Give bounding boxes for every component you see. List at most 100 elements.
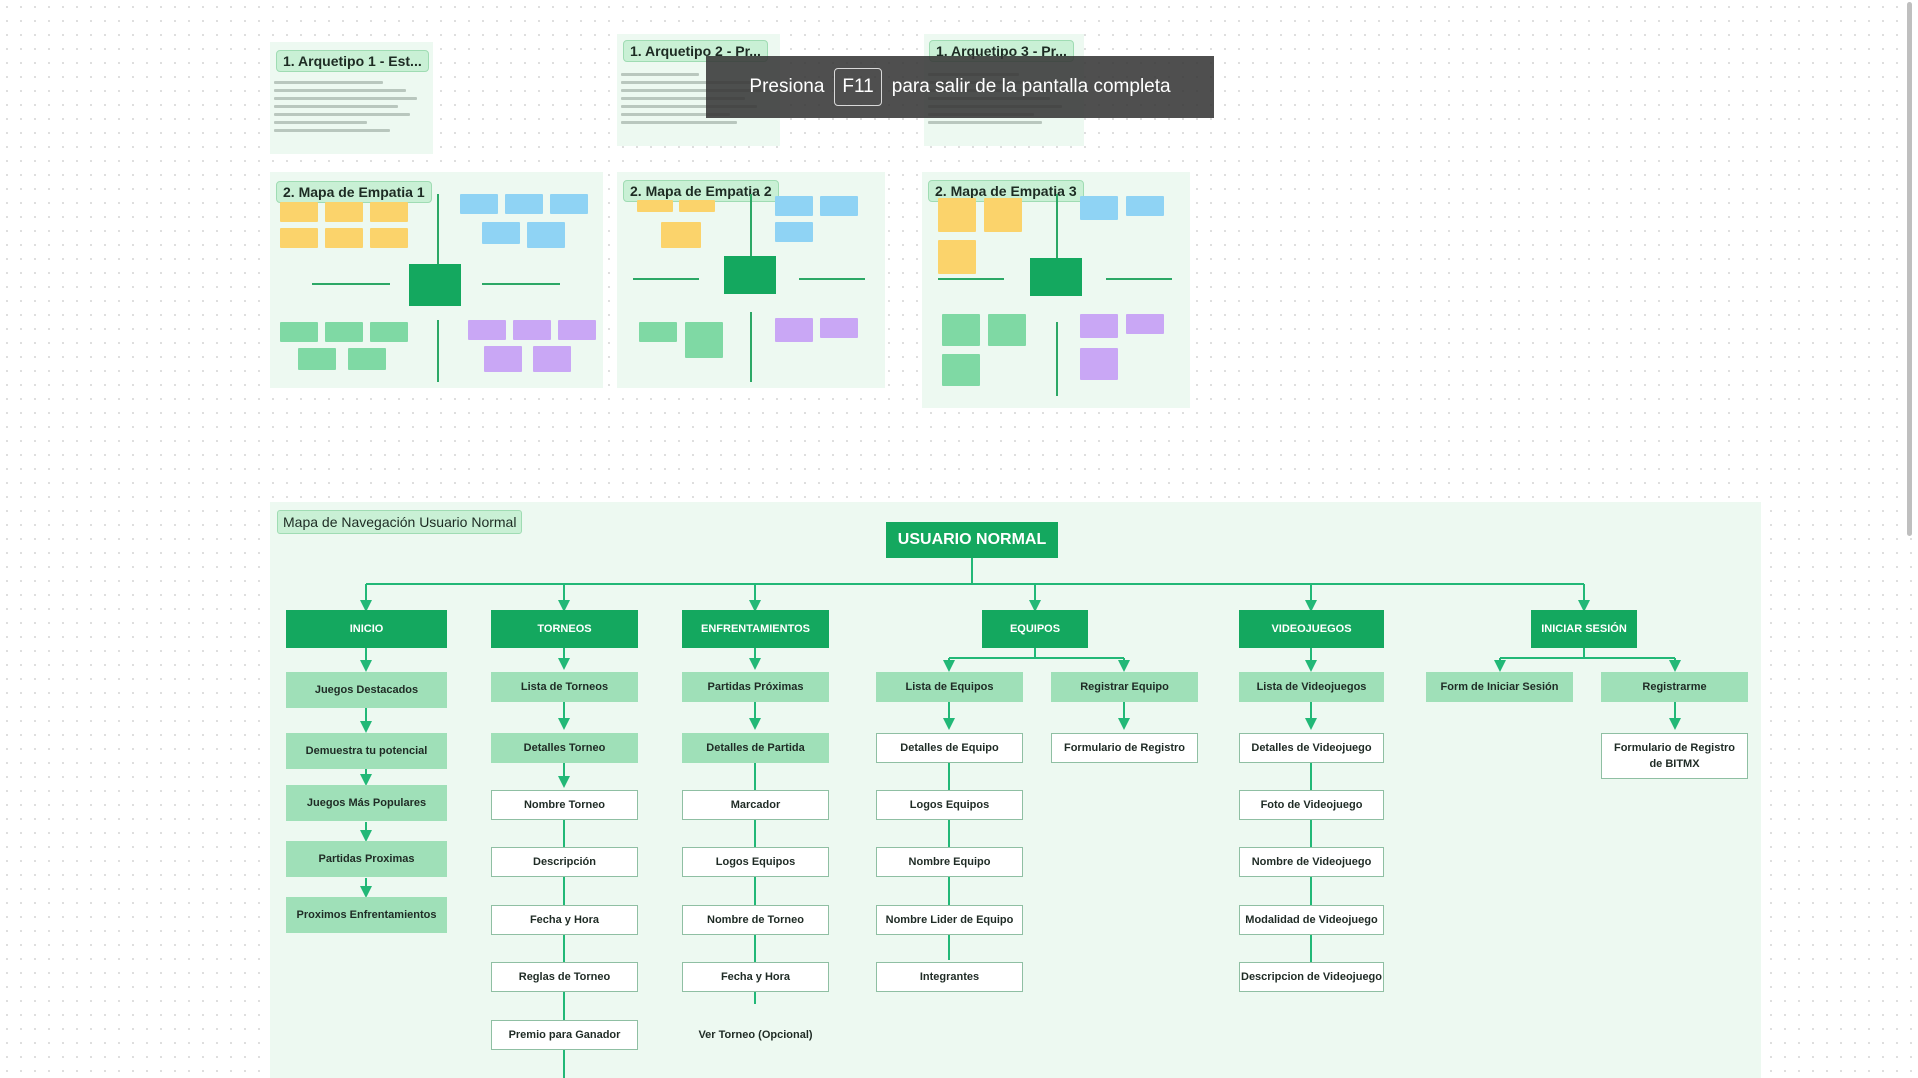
node-nombre-torneo[interactable]: Nombre Torneo bbox=[491, 790, 638, 820]
node-foto-de-videojuego[interactable]: Foto de Videojuego bbox=[1239, 790, 1384, 820]
sticky-note bbox=[348, 348, 386, 370]
sticky-note bbox=[550, 194, 588, 214]
quadrant-divider bbox=[1056, 194, 1058, 272]
node-form-de-iniciar-sesion[interactable]: Form de Iniciar Sesión bbox=[1426, 672, 1573, 702]
empathy-map-2-frame[interactable]: 2. Mapa de Empatia 2 bbox=[617, 172, 885, 388]
node-detalles-de-equipo[interactable]: Detalles de Equipo bbox=[876, 733, 1023, 763]
quadrant-divider bbox=[750, 312, 752, 382]
node-descripcion-de-videojuego[interactable]: Descripcion de Videojuego bbox=[1239, 962, 1384, 992]
root-usuario-normal[interactable]: USUARIO NORMAL bbox=[886, 522, 1058, 558]
category-iniciar-sesion[interactable]: INICIAR SESIÓN bbox=[1531, 610, 1637, 648]
sticky-note bbox=[533, 346, 571, 372]
node-formulario-de-registro[interactable]: Formulario de Registro bbox=[1051, 733, 1198, 763]
node-nombre-de-videojuego[interactable]: Nombre de Videojuego bbox=[1239, 847, 1384, 877]
sticky-note bbox=[558, 320, 596, 340]
quadrant-divider bbox=[437, 194, 439, 272]
empathy-map-3-frame[interactable]: 2. Mapa de Empatia 3 bbox=[922, 172, 1190, 408]
quadrant-divider bbox=[750, 194, 752, 264]
quadrant-divider bbox=[938, 278, 1004, 280]
node-reglas-de-torneo[interactable]: Reglas de Torneo bbox=[491, 962, 638, 992]
sticky-note bbox=[988, 314, 1026, 346]
node-descripcion[interactable]: Descripción bbox=[491, 847, 638, 877]
sticky-note bbox=[280, 202, 318, 222]
category-equipos[interactable]: EQUIPOS bbox=[982, 610, 1088, 648]
category-torneos[interactable]: TORNEOS bbox=[491, 610, 638, 648]
vertical-scrollbar[interactable] bbox=[1907, 2, 1912, 536]
node-juegos-destacados[interactable]: Juegos Destacados bbox=[286, 672, 447, 708]
sticky-note bbox=[370, 322, 408, 342]
quadrant-divider bbox=[312, 283, 390, 285]
sticky-note bbox=[938, 240, 976, 274]
node-detalles-de-videojuego[interactable]: Detalles de Videojuego bbox=[1239, 733, 1384, 763]
node-nombre-de-torneo[interactable]: Nombre de Torneo bbox=[682, 905, 829, 935]
sticky-note bbox=[775, 196, 813, 216]
node-formulario-de-registro-bitmx[interactable]: Formulario de Registro de BITMX bbox=[1601, 733, 1748, 779]
archetype-1-frame[interactable]: 1. Arquetipo 1 - Est... bbox=[270, 42, 433, 154]
sticky-note bbox=[820, 318, 858, 338]
archetype-2-text-lines bbox=[621, 68, 776, 129]
sticky-note bbox=[984, 198, 1022, 232]
node-partidas-proximas[interactable]: Partidas Proximas bbox=[286, 841, 447, 877]
sticky-note bbox=[775, 222, 813, 242]
sticky-note bbox=[661, 222, 701, 248]
sticky-note bbox=[1080, 196, 1118, 220]
empathy-map-1-title: 2. Mapa de Empatia 1 bbox=[276, 181, 432, 203]
sticky-note bbox=[938, 198, 976, 232]
sticky-note bbox=[1080, 348, 1118, 380]
empathy-center-card bbox=[1030, 258, 1082, 296]
node-lista-de-videojuegos[interactable]: Lista de Videojuegos bbox=[1239, 672, 1384, 702]
sticky-note bbox=[1126, 196, 1164, 216]
node-registrar-equipo[interactable]: Registrar Equipo bbox=[1051, 672, 1198, 702]
quadrant-divider bbox=[1056, 322, 1058, 396]
archetype-1-text-lines bbox=[274, 76, 429, 137]
node-partidas-proximas-enf[interactable]: Partidas Próximas bbox=[682, 672, 829, 702]
quadrant-divider bbox=[482, 283, 560, 285]
sticky-note bbox=[513, 320, 551, 340]
sticky-note bbox=[505, 194, 543, 214]
sticky-note bbox=[468, 320, 506, 340]
sticky-note bbox=[1126, 314, 1164, 334]
sticky-note bbox=[325, 322, 363, 342]
node-detalles-torneo[interactable]: Detalles Torneo bbox=[491, 733, 638, 763]
sticky-note bbox=[942, 314, 980, 346]
node-fecha-y-hora[interactable]: Fecha y Hora bbox=[491, 905, 638, 935]
node-lista-de-equipos[interactable]: Lista de Equipos bbox=[876, 672, 1023, 702]
quadrant-divider bbox=[799, 278, 865, 280]
sticky-note bbox=[679, 200, 715, 212]
navigation-map-title: Mapa de Navegación Usuario Normal bbox=[277, 510, 523, 534]
toast-prefix: Presiona bbox=[749, 76, 825, 97]
node-proximos-enfrentamientos[interactable]: Proximos Enfrentamientos bbox=[286, 897, 447, 933]
quadrant-divider bbox=[437, 320, 439, 382]
category-enfrentamientos[interactable]: ENFRENTAMIENTOS bbox=[682, 610, 829, 648]
category-videojuegos[interactable]: VIDEOJUEGOS bbox=[1239, 610, 1384, 648]
sticky-note bbox=[325, 202, 363, 222]
empathy-map-1-frame[interactable]: 2. Mapa de Empatia 1 bbox=[270, 172, 603, 388]
sticky-note bbox=[527, 222, 565, 248]
node-demuestra-tu-potencial[interactable]: Demuestra tu potencial bbox=[286, 733, 447, 769]
node-juegos-mas-populares[interactable]: Juegos Más Populares bbox=[286, 785, 447, 821]
node-registrarme[interactable]: Registrarme bbox=[1601, 672, 1748, 702]
node-marcador[interactable]: Marcador bbox=[682, 790, 829, 820]
node-logos-equipos[interactable]: Logos Equipos bbox=[876, 790, 1023, 820]
node-fecha-y-hora-enf[interactable]: Fecha y Hora bbox=[682, 962, 829, 992]
sticky-note bbox=[942, 354, 980, 386]
sticky-note bbox=[325, 228, 363, 248]
empathy-center-card bbox=[409, 264, 461, 306]
node-ver-torneo-opcional[interactable]: Ver Torneo (Opcional) bbox=[698, 1029, 813, 1041]
node-logos-equipos-enf[interactable]: Logos Equipos bbox=[682, 847, 829, 877]
sticky-note bbox=[1080, 314, 1118, 338]
sticky-note bbox=[482, 222, 520, 244]
category-inicio[interactable]: INICIO bbox=[286, 610, 447, 648]
node-detalles-de-partida[interactable]: Detalles de Partida bbox=[682, 733, 829, 763]
node-lista-de-torneos[interactable]: Lista de Torneos bbox=[491, 672, 638, 702]
node-integrantes[interactable]: Integrantes bbox=[876, 962, 1023, 992]
sticky-note bbox=[484, 346, 522, 372]
sticky-note bbox=[460, 194, 498, 214]
sticky-note bbox=[280, 322, 318, 342]
node-modalidad-de-videojuego[interactable]: Modalidad de Videojuego bbox=[1239, 905, 1384, 935]
sticky-note bbox=[820, 196, 858, 216]
node-nombre-lider-de-equipo[interactable]: Nombre Lider de Equipo bbox=[876, 905, 1023, 935]
node-premio-para-ganador[interactable]: Premio para Ganador bbox=[491, 1020, 638, 1050]
node-nombre-equipo[interactable]: Nombre Equipo bbox=[876, 847, 1023, 877]
archetype-1-title: 1. Arquetipo 1 - Est... bbox=[276, 50, 429, 72]
